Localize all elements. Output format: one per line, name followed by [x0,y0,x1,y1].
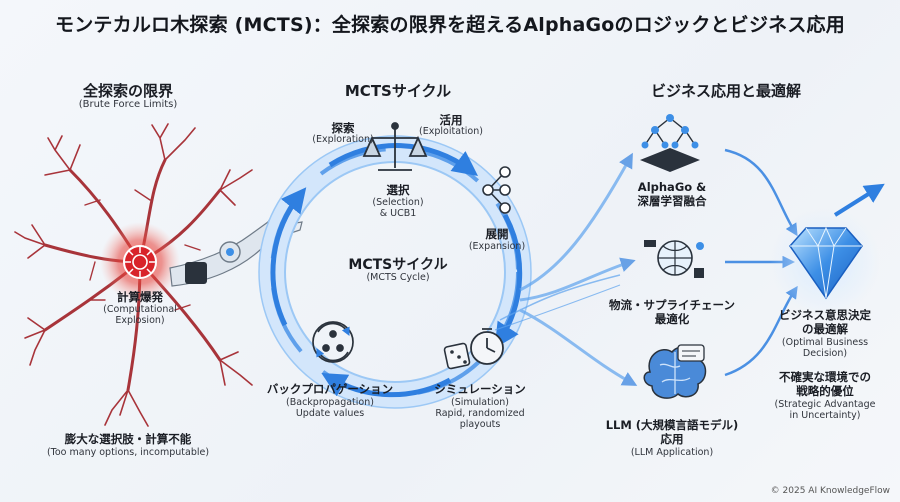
page-title: モンテカルロ木探索 (MCTS)：全探索の限界を超えるAlphaGoのロジックと… [55,14,845,36]
llm-label1: LLM (大規模言語モデル) [605,418,739,432]
backprop-label: バックプロパゲーション [266,382,394,396]
too-many-options-label: 膨大な選択肢・計算不能 [64,432,192,446]
brute-force-sub: (Brute Force Limits) [78,99,178,110]
advantage-sub2: in Uncertainty) [789,410,861,421]
optimal-label2: の最適解 [802,322,848,336]
selection-sub2: & UCB1 [379,208,417,219]
optimal-label1: ビジネス意思決定 [779,308,871,322]
exploitation-sub: (Exploitation) [419,126,483,137]
exploitation-label: 活用 [439,113,463,127]
optimal-sub2: Decision) [802,348,848,359]
balance-scale-icon [362,122,428,171]
diamond-icon [789,183,885,300]
simulation-sub3: playouts [459,419,501,430]
globe-logistics-icon [644,240,704,278]
advantage-label1: 不確実な環境での [779,370,871,384]
dice-stopwatch-icon [443,328,504,370]
flow-streams [494,152,638,386]
backprop-sub1: (Backpropagation) [286,397,374,408]
brain-llm-icon [643,344,707,399]
optimal-sub1: (Optimal Business [781,337,869,348]
simulation-label: シミュレーション [434,382,526,396]
node-expansion-icon [482,166,511,214]
copyright: © 2025 AI KnowledgeFlow [770,486,890,496]
explosion-sub1: (Computational [103,304,177,315]
simulation-sub1: (Simulation) [450,397,510,408]
cycle-heading: MCTSサイクル [344,82,452,100]
business-heading: ビジネス応用と最適解 [650,82,802,100]
logistics-label1: 物流・サプライチェーン [609,298,735,312]
brute-force-heading: 全探索の限界 [82,82,174,100]
selection-label: 選択 [386,183,410,197]
backprop-sub2: Update values [295,408,365,419]
alphago-network-icon [640,114,700,172]
logistics-label2: 最適化 [654,312,690,326]
cycle-center-label: MCTSサイクル [348,257,448,273]
llm-label2: 応用 [660,432,684,446]
explosion-sub2: Explosion) [115,315,165,326]
expansion-label: 展開 [485,227,509,241]
exploration-label: 探索 [331,121,355,135]
expansion-sub: (Expansion) [468,241,526,252]
llm-sub: (LLM Application) [630,447,714,458]
selection-sub1: (Selection) [372,197,424,208]
alphago-label1: AlphaGo & [637,180,707,194]
backprop-cycle-icon [312,321,354,363]
alphago-label2: 深層学習融合 [637,194,707,208]
too-many-options-sub: (Too many options, incomputable) [46,447,210,458]
cycle-center-sub: (MCTS Cycle) [366,272,430,283]
advantage-sub1: (Strategic Advantage [774,399,876,410]
simulation-sub2: Rapid, randomized [435,408,525,419]
explosion-label: 計算爆発 [117,290,163,304]
advantage-label2: 戦略的優位 [796,384,854,398]
exploration-sub: (Exploration) [312,134,374,145]
explosion-icon [123,245,157,279]
